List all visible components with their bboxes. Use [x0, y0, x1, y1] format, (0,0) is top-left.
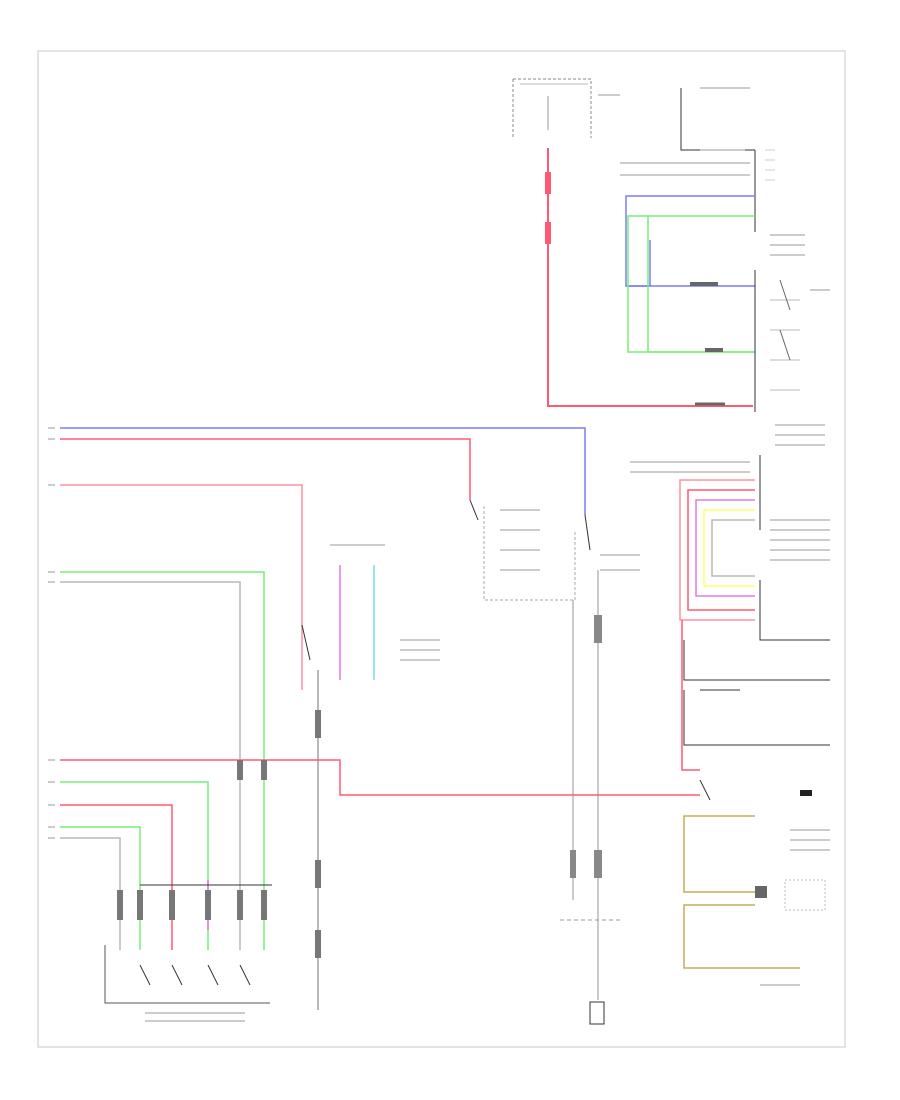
wire-blue-horizontal — [60, 427, 586, 515]
switch-component-right — [695, 270, 830, 412]
diagram-frame — [37, 50, 846, 1048]
wire-green-loop — [627, 215, 755, 353]
wire-pink-horizontal — [60, 484, 303, 598]
switch-center-left — [469, 499, 576, 601]
wire-red-main — [545, 148, 753, 407]
connector-right-middle — [630, 455, 830, 771]
power-source-box — [512, 78, 620, 138]
wire-bundle-bottom-left — [60, 760, 272, 1022]
wire-gray-vertical-center — [560, 570, 620, 1025]
label-block-right — [775, 424, 825, 446]
left-terminals — [48, 427, 55, 839]
wire-gray-horizontal — [60, 581, 241, 950]
wire-red-horizontal — [60, 438, 471, 500]
wire-blue-loop — [625, 195, 755, 287]
wire-green-horizontal — [60, 571, 265, 950]
wire-tan-bottom-right — [683, 815, 830, 986]
control-unit-top — [620, 87, 805, 256]
wire-red-lower — [60, 759, 812, 801]
switch-left-center — [301, 544, 440, 1010]
switch-center-right — [584, 514, 640, 571]
